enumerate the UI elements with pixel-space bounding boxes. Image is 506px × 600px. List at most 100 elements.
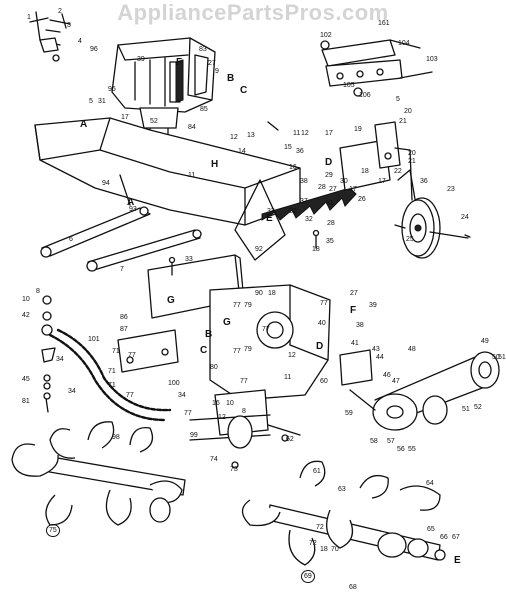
callout-82: 82 (289, 208, 297, 215)
callout-A: A (80, 119, 88, 130)
fastener-stack (41, 295, 56, 413)
callout-17c: 17 (378, 178, 386, 185)
callout-96: 96 (90, 46, 98, 53)
callout-31: 31 (98, 98, 106, 105)
callout-14: 14 (238, 148, 246, 155)
callout-103: 103 (426, 56, 438, 63)
callout-51b: 51 (498, 354, 506, 361)
callout-E: E (266, 213, 273, 224)
callout-31b: 31 (326, 200, 334, 207)
callout-51: 51 (462, 406, 470, 413)
callout-95: 95 (108, 86, 116, 93)
callout-13: 13 (247, 132, 255, 139)
callout-F2: F (350, 305, 357, 316)
callout-18: 18 (312, 246, 320, 253)
callout-106: 106 (359, 92, 371, 99)
drag-bar-links (40, 206, 202, 272)
callout-17: 17 (121, 114, 129, 121)
callout-26: 26 (358, 196, 366, 203)
callout-72b: 77 (128, 352, 136, 359)
callout-52b: 52 (474, 404, 482, 411)
callout-18d: 18 (320, 546, 328, 553)
callout-77e: 77 (320, 300, 328, 307)
callout-24: 24 (461, 214, 469, 221)
callout-98: 98 (112, 434, 120, 441)
callout-19: 19 (354, 126, 362, 133)
callout-16: 16 (289, 164, 297, 171)
callout-93: 93 (129, 206, 137, 213)
callout-72: 72 (316, 524, 324, 531)
callout-G: G (167, 295, 175, 306)
callout-B: B (227, 73, 235, 84)
callout-161: 161 (378, 20, 390, 27)
callout-84: 84 (188, 124, 196, 131)
callout-6: 6 (69, 236, 73, 243)
throttle-bracket (29, 11, 71, 62)
callout-71: 71 (112, 348, 120, 355)
callout-92: 92 (255, 246, 263, 253)
callout-34b: 34 (68, 388, 76, 395)
callout-C2: C (200, 345, 208, 356)
callout-38: 38 (300, 178, 308, 185)
callout-74: 74 (210, 456, 218, 463)
callout-47: 47 (392, 378, 400, 385)
callout-101: 101 (88, 336, 100, 343)
callout-12c: 12 (288, 352, 296, 359)
callout-48: 48 (408, 346, 416, 353)
right-tine-assembly (241, 460, 446, 566)
callout-99: 99 (190, 432, 198, 439)
callout-27c: 27 (350, 290, 358, 297)
callout-11: 11 (188, 172, 196, 179)
callout-79b: 79 (244, 346, 252, 353)
callout-12: 12 (230, 134, 238, 141)
callout-87: 87 (120, 326, 128, 333)
callout-2: 2 (58, 8, 62, 15)
callout-F: F (176, 57, 183, 68)
callout-28b: 28 (327, 220, 335, 227)
drive-chain (48, 328, 172, 422)
callout-63: 63 (338, 486, 346, 493)
callout-100: 100 (168, 380, 180, 387)
callout-18b: 18 (361, 168, 369, 175)
callout-11c: 11 (284, 374, 292, 381)
callout-85: 85 (200, 106, 208, 113)
callout-35: 35 (326, 238, 334, 245)
callout-49: 49 (481, 338, 489, 345)
callout-11b: 11 (293, 130, 301, 137)
callout-59: 59 (345, 410, 353, 417)
callout-E2: E (454, 555, 461, 566)
callout-28: 28 (318, 184, 326, 191)
callout-58: 58 (370, 438, 378, 445)
tine-shield (34, 117, 357, 261)
handle-bracket (320, 39, 433, 97)
callout-77: 77 (233, 302, 241, 309)
callout-77b: 77 (262, 326, 270, 333)
callout-12b: 12 (301, 130, 309, 137)
callout-10b: 10 (226, 400, 234, 407)
callout-18c: 18 (268, 290, 276, 297)
callout-32: 32 (305, 216, 313, 223)
callout-21: 21 (408, 158, 416, 165)
callout-42: 42 (22, 312, 30, 319)
callout-70: 70 (331, 546, 339, 553)
callout-G2: G (223, 317, 231, 328)
engine (111, 37, 216, 153)
callout-81: 81 (22, 398, 30, 405)
callout-39: 39 (137, 56, 145, 63)
callout-90: 90 (255, 290, 263, 297)
belt-drive (339, 349, 500, 431)
callout-15: 15 (284, 144, 292, 151)
callout-23: 23 (447, 186, 455, 193)
callout-36b: 36 (420, 178, 428, 185)
callout-17b: 17 (325, 130, 333, 137)
callout-46: 46 (383, 372, 391, 379)
callout-57: 57 (387, 438, 395, 445)
callout-71b: 71 (108, 368, 116, 375)
callout-104: 104 (398, 40, 410, 47)
callout-22: 22 (394, 168, 402, 175)
callout-5: 5 (89, 98, 93, 105)
callout-66: 66 (440, 534, 448, 541)
callout-68: 68 (349, 584, 357, 591)
callout-77c: 77 (233, 348, 241, 355)
